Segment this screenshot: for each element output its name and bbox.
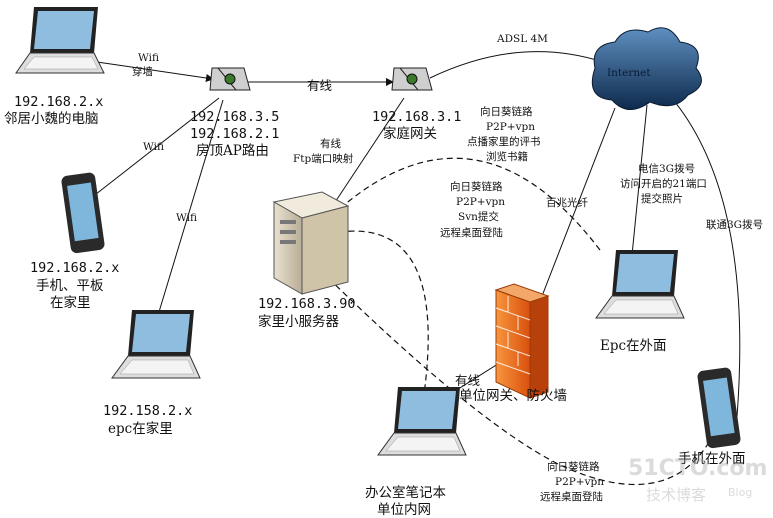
connection-lines bbox=[81, 51, 741, 441]
wifi-link-label: Wifi bbox=[138, 52, 159, 64]
node-label: Epc在外面 bbox=[600, 338, 667, 354]
p2p-link-label: 远程桌面登陆 bbox=[440, 226, 503, 239]
node-label: 手机在外面 bbox=[678, 451, 746, 467]
link-p2p-epc-server bbox=[321, 157, 601, 251]
wired-link-label: 有线 bbox=[455, 373, 481, 388]
wired-link-label: 有线 bbox=[307, 78, 333, 93]
adsl-link-label: ADSL 4M bbox=[496, 33, 548, 45]
laptop-icon bbox=[377, 387, 467, 456]
telecom-link-label: 提交照片 bbox=[641, 192, 683, 205]
telecom-link-label: 电信3G拨号 bbox=[638, 162, 695, 175]
server-icon bbox=[272, 191, 350, 295]
node-label: epc在家里 bbox=[108, 420, 173, 437]
node-ip-label: 192.168.3.1 bbox=[372, 109, 461, 125]
router-icon bbox=[391, 67, 433, 91]
internet-label: Internet bbox=[607, 67, 651, 79]
link-adsl bbox=[429, 51, 604, 79]
node-ip-label: 192.168.2.x bbox=[14, 94, 103, 110]
node-label: 在家里 bbox=[50, 294, 91, 311]
node-label: 办公室笔记本 bbox=[365, 484, 446, 501]
wifi-link-label: 穿墙 bbox=[132, 65, 153, 78]
node-label: 房顶AP路由 bbox=[196, 143, 269, 159]
link-p2p-phone-server bbox=[290, 240, 721, 486]
watermark: 51CTO.com 技术博客 Blog bbox=[628, 456, 767, 504]
wired-link-label: 有线 bbox=[320, 137, 341, 150]
p2p-link-label: 浏览书籍 bbox=[486, 150, 528, 163]
node-label: 家里小服务器 bbox=[258, 313, 339, 330]
p2p-link-label: P2P+vpn bbox=[486, 121, 535, 133]
node-ip-label: 192.168.2.1 bbox=[190, 126, 279, 142]
wifi-link-label: Wifi bbox=[143, 141, 164, 153]
node-ip-label: 192.168.3.5 bbox=[190, 109, 279, 125]
node-label: 手机、平板 bbox=[36, 278, 104, 294]
p2p-link-label: 远程桌面登陆 bbox=[540, 490, 603, 503]
node-ip-label: 192.168.3.90 bbox=[258, 296, 356, 312]
node-label: 单位网关、防火墙 bbox=[459, 388, 567, 404]
p2p-link-label: P2P+vpn bbox=[456, 196, 505, 208]
link-wifi-phone bbox=[81, 97, 220, 206]
ftp-link-label: Ftp端口映射 bbox=[293, 152, 354, 165]
node-label: 家庭网关 bbox=[383, 125, 437, 142]
phone-icon bbox=[697, 367, 741, 449]
laptop-icon bbox=[15, 7, 105, 74]
internet-cloud-icon bbox=[591, 27, 702, 110]
watermark-blog: Blog bbox=[728, 486, 752, 499]
laptop-icon bbox=[111, 310, 201, 379]
watermark-brand: 51CTO.com bbox=[628, 456, 767, 481]
fiber-link-label: 百兆光纤 bbox=[546, 196, 588, 209]
node-ip-label: 192.168.2.x bbox=[30, 260, 119, 276]
p2p-link-label: Svn提交 bbox=[458, 210, 499, 223]
telecom-link-label: 访问开启的21端口 bbox=[620, 177, 707, 190]
link-unicom-3g bbox=[654, 79, 741, 441]
link-wifi-through-wall bbox=[96, 61, 214, 82]
watermark-sub: 技术博客 bbox=[646, 486, 706, 504]
p2p-link-label: 点播家里的评书 bbox=[467, 135, 541, 148]
node-ip-label: 192.158.2.x bbox=[103, 403, 192, 419]
node-label: 邻居小魏的电脑 bbox=[4, 111, 99, 127]
p2p-link-label: 向日葵链路 bbox=[547, 460, 600, 473]
p2p-link-label: 向日葵链路 bbox=[450, 180, 503, 193]
router-icon bbox=[209, 67, 251, 91]
laptop-icon bbox=[595, 250, 685, 319]
tablet-icon bbox=[61, 172, 105, 254]
p2p-link-label: 向日葵链路 bbox=[480, 105, 533, 118]
wifi-link-label: Wifi bbox=[176, 212, 197, 224]
p2p-link-label: P2P+vpn bbox=[555, 476, 604, 488]
firewall-icon bbox=[494, 283, 550, 399]
unicom-link-label: 联通3G拨号 bbox=[706, 218, 763, 231]
node-label: 单位内网 bbox=[377, 502, 431, 518]
